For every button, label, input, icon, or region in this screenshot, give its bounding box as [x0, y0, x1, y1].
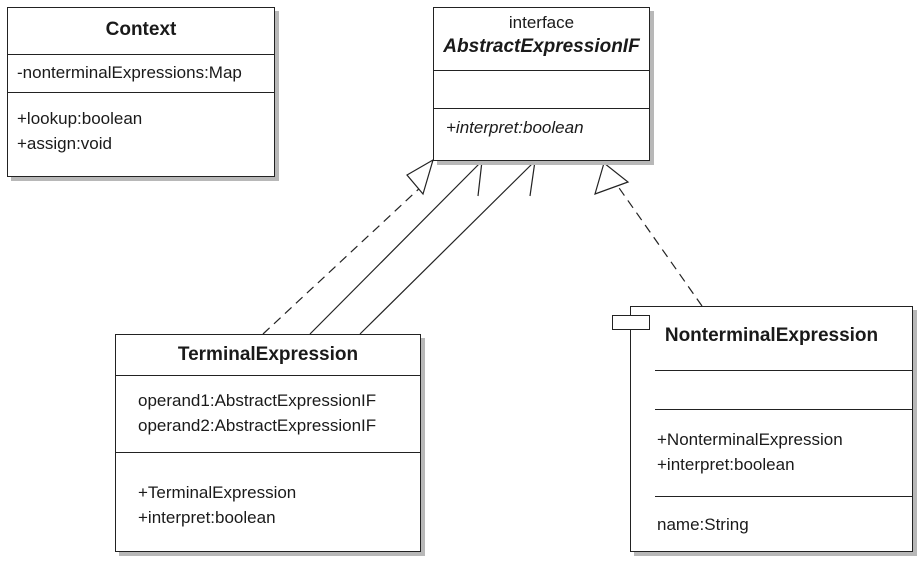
terminal-expression-class[interactable]: TerminalExpression operand1:AbstractExpr… — [115, 334, 421, 552]
terminal-operation: +interpret:boolean — [138, 508, 276, 527]
operand2-arrowhead — [502, 160, 536, 197]
abstract-expression-interface[interactable]: interface AbstractExpressionIF +interpre… — [433, 7, 650, 161]
nonterminal-realization-arrowhead — [594, 161, 630, 195]
context-operation: +lookup:boolean — [17, 109, 143, 128]
interface-operation: +interpret:boolean — [446, 118, 584, 137]
nonterminal-attributes-divider — [655, 370, 912, 371]
interface-name: AbstractExpressionIF — [443, 36, 640, 57]
interface-operations-section — [434, 108, 649, 109]
operand2-association-line — [359, 160, 536, 335]
terminal-operation: +TerminalExpression — [138, 483, 297, 502]
context-attributes-section — [8, 54, 274, 55]
terminal-realization-arrowhead — [406, 158, 434, 196]
nonterminal-realization-line — [616, 184, 703, 307]
package-tab-icon — [612, 315, 650, 330]
context-operation: +assign:void — [17, 134, 112, 153]
interface-stereotype: interface — [508, 13, 575, 32]
terminal-attributes-section — [116, 375, 420, 376]
terminal-attribute: operand1:AbstractExpressionIF — [138, 391, 377, 410]
operand1-arrowhead — [451, 160, 483, 197]
terminal-operations-section — [116, 452, 420, 453]
nonterminal-attribute: name:String — [657, 515, 749, 534]
nonterminal-operation: +interpret:boolean — [657, 455, 795, 474]
nonterminal-operations-divider — [655, 496, 912, 497]
context-class[interactable]: Context -nonterminalExpressions:Map +loo… — [7, 7, 275, 177]
terminal-attribute: operand2:AbstractExpressionIF — [138, 416, 377, 435]
context-operations-section — [8, 92, 274, 93]
interface-attributes-section — [434, 70, 649, 71]
nonterminal-expression-class[interactable]: NonterminalExpression +NonterminalExpres… — [630, 306, 913, 552]
context-class-name: Context — [105, 19, 177, 40]
terminal-realization-line — [262, 184, 424, 335]
nonterminal-operation: +NonterminalExpression — [657, 430, 843, 449]
operand1-association-line — [309, 160, 483, 335]
nonterminal-empty-divider — [655, 409, 912, 410]
nonterminal-class-name: NonterminalExpression — [664, 325, 879, 346]
context-attribute: -nonterminalExpressions:Map — [17, 63, 242, 82]
terminal-class-name: TerminalExpression — [177, 344, 359, 365]
